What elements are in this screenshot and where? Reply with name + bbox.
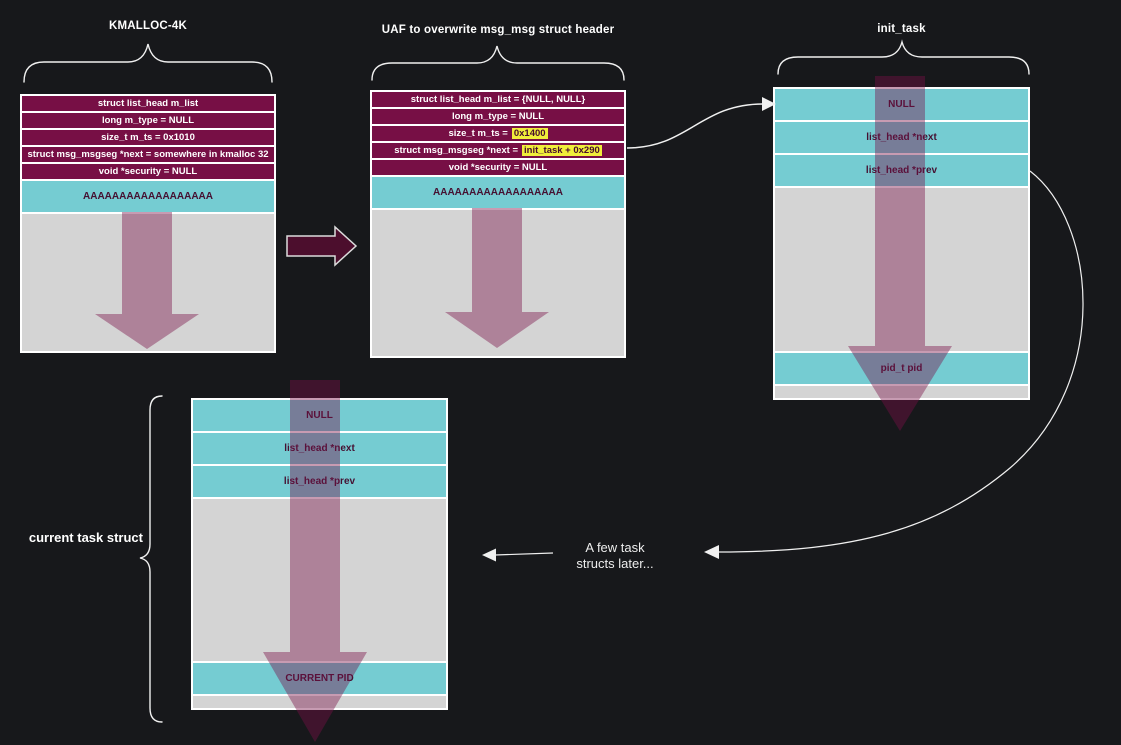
pid-field-row: pid_t pid bbox=[775, 353, 1028, 384]
note-arrowhead-icon bbox=[482, 548, 496, 562]
later-note-line1: A few task bbox=[585, 540, 645, 555]
current-task-struct-box: NULL list_head *next list_head *prev CUR… bbox=[191, 398, 448, 710]
struct-field-row: struct list_head m_list bbox=[22, 96, 274, 111]
field-prefix: size_t m_ts = bbox=[448, 128, 508, 139]
struct-field-row: list_head *next bbox=[775, 122, 1028, 153]
field-prefix: struct msg_msgseg *next = bbox=[394, 145, 518, 156]
struct-field-row: list_head *next bbox=[193, 433, 446, 464]
heap-body bbox=[372, 210, 624, 356]
init-task-brace-icon bbox=[777, 39, 1030, 75]
next-pointer-curve bbox=[626, 103, 764, 149]
later-note: A few task structs later... bbox=[540, 540, 690, 572]
struct-field-row: long m_type = NULL bbox=[22, 113, 274, 128]
kmalloc-title: KMALLOC-4K bbox=[108, 20, 188, 32]
prev-pointer-arrowhead-icon bbox=[704, 545, 719, 559]
struct-field-row: list_head *prev bbox=[775, 155, 1028, 186]
struct-field-row: void *security = NULL bbox=[372, 160, 624, 175]
struct-field-row: long m_type = NULL bbox=[372, 109, 624, 124]
uaf-brace-icon bbox=[371, 45, 625, 81]
struct-field-row: size_t m_ts = 0x1010 bbox=[22, 130, 274, 145]
payload-row: AAAAAAAAAAAAAAAAAA bbox=[372, 177, 624, 208]
highlighted-value: 0x1400 bbox=[511, 128, 548, 139]
struct-field-row: size_t m_ts = 0x1400 bbox=[372, 126, 624, 141]
kmalloc-struct-box: struct list_head m_list long m_type = NU… bbox=[20, 94, 276, 353]
struct-field-row: struct list_head m_list = {NULL, NULL} bbox=[372, 92, 624, 107]
highlighted-value: init_task + 0x290 bbox=[522, 145, 602, 156]
struct-field-row: struct msg_msgseg *next = somewhere in k… bbox=[22, 147, 274, 162]
current-task-label: current task struct bbox=[28, 530, 143, 545]
struct-field-row: list_head *prev bbox=[193, 466, 446, 497]
transform-right-arrow-icon bbox=[286, 225, 358, 267]
payload-row: AAAAAAAAAAAAAAAAAA bbox=[22, 181, 274, 212]
pid-field-row: CURRENT PID bbox=[193, 663, 446, 694]
init-task-title: init_task bbox=[877, 23, 926, 35]
struct-field-row: void *security = NULL bbox=[22, 164, 274, 179]
current-task-brace-icon bbox=[139, 395, 163, 723]
init-task-struct-box: NULL list_head *next list_head *prev pid… bbox=[773, 87, 1030, 400]
tail-strip bbox=[193, 696, 446, 708]
tail-strip bbox=[775, 386, 1028, 398]
later-note-line2: structs later... bbox=[576, 556, 654, 571]
struct-field-row: NULL bbox=[193, 400, 446, 431]
task-struct-body bbox=[775, 188, 1028, 351]
task-struct-body bbox=[193, 499, 446, 661]
struct-field-row: NULL bbox=[775, 89, 1028, 120]
kmalloc-brace-icon bbox=[23, 43, 273, 83]
struct-field-row: struct msg_msgseg *next = init_task + 0x… bbox=[372, 143, 624, 158]
uaf-struct-box: struct list_head m_list = {NULL, NULL} l… bbox=[370, 90, 626, 358]
uaf-title: UAF to overwrite msg_msg struct header bbox=[381, 24, 615, 36]
heap-body bbox=[22, 214, 274, 351]
